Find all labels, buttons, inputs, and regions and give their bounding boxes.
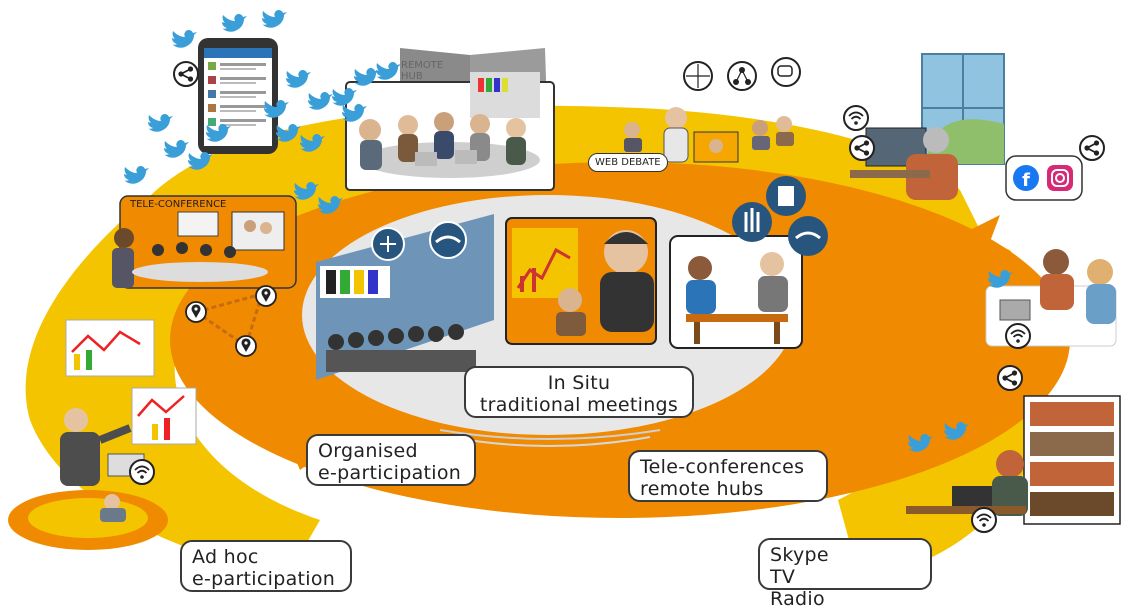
radio-text: Radio: [770, 588, 825, 610]
tele-conference-panel: [112, 195, 297, 289]
remote-hub-tag: REMOTE HUB: [401, 60, 443, 82]
wifi-icon: [129, 459, 155, 485]
inner-ellipse-lines: [439, 429, 661, 440]
library-panel: [906, 395, 1121, 525]
tele-conference-tag: TELE-CONFERENCE: [130, 199, 227, 210]
web-debate-panel: [624, 57, 801, 163]
in-situ-audience-panel: [316, 214, 494, 380]
adhoc-presenter: [60, 319, 197, 522]
in-situ-meeting-panel: [669, 235, 803, 349]
remote-hub-panel: [345, 48, 555, 191]
in-situ-label-line1: In Situ: [547, 372, 611, 394]
share-icon: [1079, 135, 1105, 161]
media-label-line1: Skype TV: [770, 544, 920, 588]
share-icon: [173, 61, 199, 87]
media-label: Skype TV Radio: [758, 538, 932, 610]
hands-icons: [732, 176, 828, 256]
location-network: [185, 285, 277, 357]
wifi-icon: [971, 507, 997, 533]
facebook-icon: [1013, 165, 1039, 191]
organised-label-line2: e-participation: [318, 462, 462, 484]
adhoc-label-line2: e-participation: [192, 568, 336, 590]
svg-text:f: f: [1022, 170, 1030, 191]
share-icon: [849, 135, 875, 161]
tv-text: TV: [770, 566, 796, 588]
remote-hub-tag-line1: REMOTE: [401, 60, 444, 71]
tele-label-line1: Tele-conferences: [640, 456, 805, 478]
location-pin-icon: [185, 301, 207, 323]
location-pin-icon: [255, 285, 277, 307]
diagram-stage: f: [8, 9, 1121, 610]
skype-text: Skype: [770, 544, 829, 566]
tele-label: Tele-conferences remote hubs: [628, 450, 828, 502]
tele-label-line2: remote hubs: [640, 478, 764, 500]
diagram-art: f: [8, 9, 1121, 581]
instagram-icon: [1047, 165, 1073, 191]
in-situ-label-line2: traditional meetings: [479, 394, 679, 416]
phone-illustration: [198, 38, 278, 154]
share-icon: [997, 365, 1023, 391]
wifi-icon: [843, 105, 869, 131]
in-situ-label: In Situ traditional meetings: [464, 366, 694, 418]
wifi-icon: [1005, 323, 1031, 349]
organised-label: Organised e-participation: [306, 434, 476, 486]
home-user-panel: [850, 53, 1005, 200]
handshake-icon: [788, 216, 828, 256]
remote-hub-tag-line2: HUB: [401, 71, 423, 82]
in-situ-presenter-panel: [505, 217, 657, 345]
social-icons-box: f: [1005, 155, 1083, 201]
orange-arrow-right: [930, 215, 1000, 300]
web-debate-tag: WEB DEBATE: [588, 153, 668, 172]
adhoc-label: Ad hoc e-participation: [180, 540, 352, 592]
location-pin-icon: [235, 335, 257, 357]
adhoc-label-line1: Ad hoc: [192, 546, 259, 568]
organised-label-line1: Organised: [318, 440, 418, 462]
